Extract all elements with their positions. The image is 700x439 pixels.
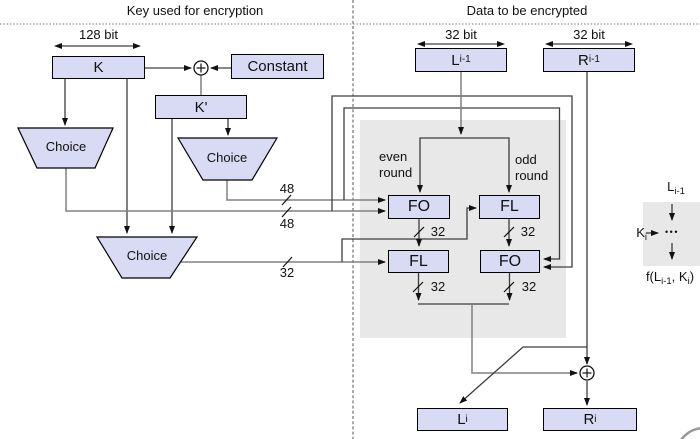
key-schedule-wires <box>62 65 386 265</box>
fl-bottom-width-label: 32 <box>430 279 446 294</box>
odd-round-label: odd round <box>515 152 549 183</box>
legend-key-label: Ki <box>636 225 647 243</box>
legend-f-label: f(Li-1, Ki) <box>645 269 695 287</box>
choice2-shape <box>176 137 279 181</box>
choice3-label: Choice <box>126 248 168 263</box>
legend-ellipsis: ••• <box>665 227 679 237</box>
choice3-shape <box>95 236 199 279</box>
fo-bottom-box: FO <box>480 250 540 273</box>
choice1-shape <box>17 127 114 169</box>
choice-trapezoids <box>17 127 279 279</box>
choice2-label: Choice <box>206 150 248 165</box>
bus32-label: 32 <box>279 265 295 280</box>
fo-top-width-label: 32 <box>430 224 446 239</box>
constant-box: Constant <box>231 54 324 79</box>
even-round-label: even round <box>379 149 413 180</box>
key-section-title: Key used for encryption <box>126 3 264 18</box>
key-box: K <box>52 56 145 79</box>
bus-width-slashes <box>281 194 515 293</box>
key-width-label: 128 bit <box>78 27 119 42</box>
legend-arrows <box>646 204 675 260</box>
data-section-title: Data to be encrypted <box>466 3 588 18</box>
fl-bottom-box: FL <box>388 250 449 273</box>
fo-bottom-width-label: 32 <box>521 279 537 294</box>
corner-arc-decoration <box>680 427 700 439</box>
xor-key-constant <box>193 60 209 76</box>
modified-key-box: K' <box>155 95 247 119</box>
fl-top-box: FL <box>479 195 540 219</box>
fl-top-width-label: 32 <box>520 224 536 239</box>
subkey-wrap-wires <box>331 95 573 270</box>
legend-input-label: Li-1 <box>667 179 685 197</box>
fo-top-box: FO <box>388 195 450 219</box>
bus48-top-label: 48 <box>279 181 295 196</box>
xor-round-output <box>579 365 595 381</box>
bit-width-arrows <box>54 41 633 49</box>
l-width-label: 32 bit <box>445 27 477 42</box>
round-function-panel <box>360 120 566 338</box>
r-width-label: 32 bit <box>573 27 605 42</box>
bus48-bottom-label: 48 <box>279 216 295 231</box>
choice1-label: Choice <box>45 139 87 154</box>
